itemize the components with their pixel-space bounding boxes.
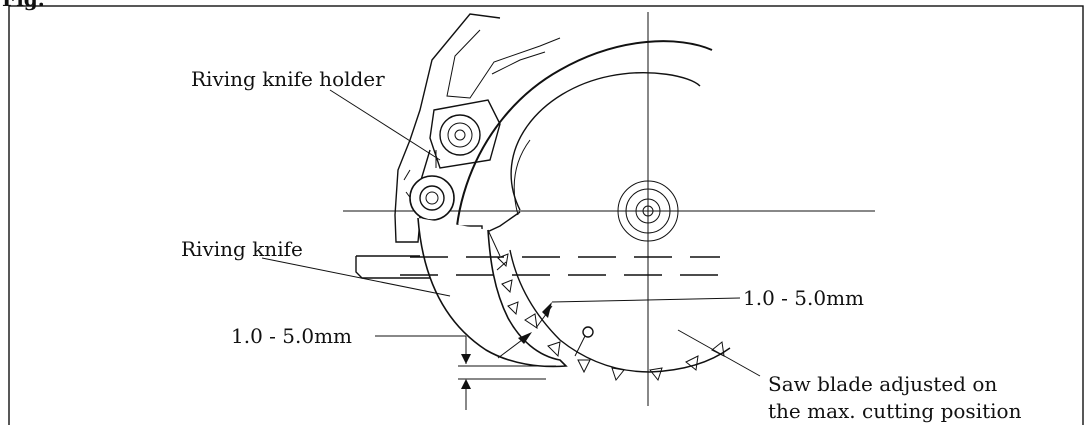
- leader-lines: [261, 89, 761, 377]
- knife-bolt: [409, 175, 455, 221]
- gap-dimension-knife: [497, 297, 741, 359]
- gap-dimension-left: [375, 335, 556, 410]
- label-gap-left: 1.0 - 5.0mm: [231, 324, 352, 348]
- label-saw-blade-line1: Saw blade adjusted on: [768, 372, 997, 396]
- riving-knife-holder-part: [429, 99, 501, 169]
- label-riving-knife-holder: Riving knife holder: [191, 67, 385, 91]
- label-gap-right: 1.0 - 5.0mm: [743, 286, 864, 310]
- blade-pin: [574, 326, 594, 357]
- label-saw-blade-line2: the max. cutting position: [768, 399, 1022, 423]
- saw-blade: [497, 249, 731, 382]
- riving-knife-part: [417, 217, 568, 368]
- blade-hub: [617, 180, 679, 242]
- label-riving-knife: Riving knife: [181, 237, 303, 261]
- workpiece-dashes: [400, 256, 720, 276]
